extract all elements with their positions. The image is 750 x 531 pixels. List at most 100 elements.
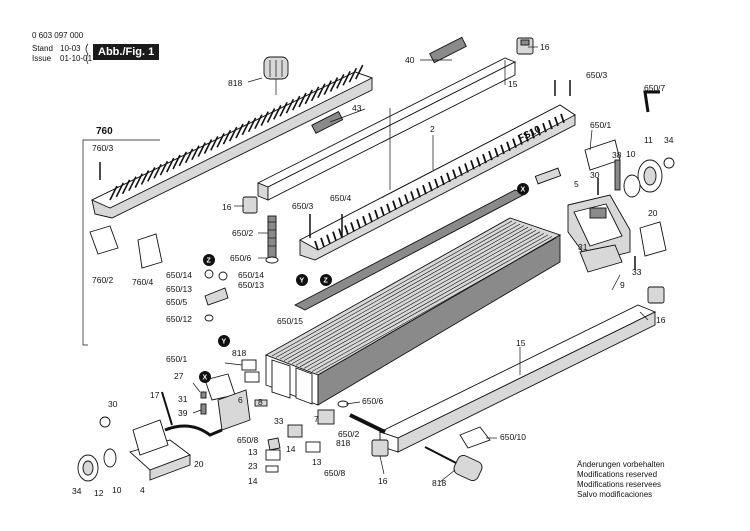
svg-text:Z: Z (324, 278, 329, 285)
comb-tooth (285, 98, 295, 114)
part-label: 760 (96, 126, 113, 137)
part-label: 650/13 (166, 284, 192, 294)
part-label: 818 (228, 78, 242, 88)
end-cap-16-bottom (371, 439, 389, 457)
comb-tooth (304, 89, 314, 105)
part-label: 23 (248, 461, 258, 471)
comb-tooth (184, 148, 194, 164)
part-label: 16 (540, 42, 550, 52)
svg-text:X: X (521, 187, 526, 194)
part-label: 40 (405, 55, 415, 65)
part-label: 650/1 (166, 354, 188, 364)
svg-text:Z: Z (207, 258, 212, 265)
part-label: 34 (72, 486, 82, 496)
extrusion-rib (271, 220, 513, 357)
plate-tooth (356, 219, 361, 229)
extrusion-rib (315, 237, 557, 374)
part-label: 33 (274, 416, 284, 426)
plate-tooth (374, 209, 379, 220)
part-label: 13 (248, 447, 258, 457)
part-label: 650/7 (644, 83, 666, 93)
part-label: 27 (174, 371, 184, 381)
comb-tooth (222, 129, 232, 145)
reference-markers: X X Y Y Z Z (199, 183, 529, 383)
plate-tooth (386, 203, 391, 214)
spring-650-2 (267, 215, 277, 259)
comb-tooth (121, 179, 131, 195)
part-label: 4 (140, 485, 145, 495)
figure-label: Abb./Fig. 1 (93, 44, 160, 60)
comb-tooth (317, 83, 326, 99)
extrusion-rib (275, 222, 517, 358)
part-label: 14 (286, 444, 296, 454)
part-label: 760/4 (132, 277, 154, 287)
plate-tooth (500, 144, 505, 155)
plate-tooth (422, 184, 427, 195)
rail-15-top (256, 36, 517, 201)
comb-tooth (279, 101, 288, 117)
bracket-760-2 (89, 225, 119, 255)
part-label: 650/5 (166, 297, 188, 307)
part-label: 20 (194, 459, 204, 469)
part-label: 16 (378, 476, 388, 486)
plate-tooth (314, 240, 319, 251)
part-label: 650/14 (238, 270, 264, 280)
part-label: 30 (590, 170, 600, 180)
svg-text:Y: Y (222, 339, 227, 346)
part-label: 14 (248, 476, 258, 486)
comb-tooth (260, 111, 269, 126)
comb-tooth (336, 74, 345, 89)
part-label: 818 (432, 478, 446, 488)
comb-tooth (159, 160, 169, 176)
plate-tooth (392, 200, 397, 210)
plate-tooth (440, 175, 445, 186)
part-labels: 16 40 818 650/3 15 650/7 43 2 650/1 760 … (72, 42, 674, 498)
plate-tooth (320, 237, 325, 248)
comb-tooth (128, 176, 137, 192)
spring-650-2-lower (337, 400, 386, 434)
part-label: 5 (574, 179, 579, 189)
comb-tooth (216, 132, 225, 148)
template-plate-760 (90, 64, 374, 219)
part-label: 650/8 (237, 435, 259, 445)
part-label: 6 (238, 395, 243, 405)
part-label: 650/14 (166, 270, 192, 280)
group-bracket-760 (82, 139, 88, 346)
comb-tooth (115, 182, 125, 198)
stand-label: Stand (32, 44, 53, 53)
angle-stop-assembly (77, 373, 251, 482)
plate-tooth (416, 188, 421, 198)
note-line: Modifications reserved (577, 470, 658, 479)
part-label: 7 (314, 414, 319, 424)
part-label: 760/3 (92, 143, 114, 153)
plate-tooth (458, 166, 463, 176)
part-label: 650/12 (166, 314, 192, 324)
comb-tooth (210, 136, 219, 151)
part-label: 650/6 (230, 253, 252, 263)
svg-text:X: X (203, 375, 208, 382)
plate-tooth (548, 119, 553, 130)
plate-tooth (506, 141, 511, 152)
plate-tooth (464, 163, 469, 173)
part-label: 650/8 (324, 468, 346, 478)
pin-right (534, 167, 562, 185)
handwheel-11 (623, 157, 675, 198)
part-label: 650/2 (232, 228, 254, 238)
plate-tooth (344, 225, 349, 235)
plate-tooth (476, 157, 481, 167)
comb-tooth (254, 114, 263, 130)
comb-tooth (153, 163, 162, 179)
comb-tooth (241, 120, 251, 136)
part-label: 34 (664, 135, 674, 145)
marker-z-left: Z (203, 254, 215, 266)
plate-tooth (488, 150, 493, 161)
pin-38 (614, 159, 621, 191)
header-brace (85, 43, 89, 65)
foot-20-right (639, 221, 667, 257)
part-label: 8 (258, 397, 263, 407)
part-label: 650/3 (292, 201, 314, 211)
part-label: 15 (516, 338, 526, 348)
small-hardware (99, 80, 636, 473)
part-label: 818 (232, 348, 246, 358)
extrusion-rib (311, 236, 553, 372)
